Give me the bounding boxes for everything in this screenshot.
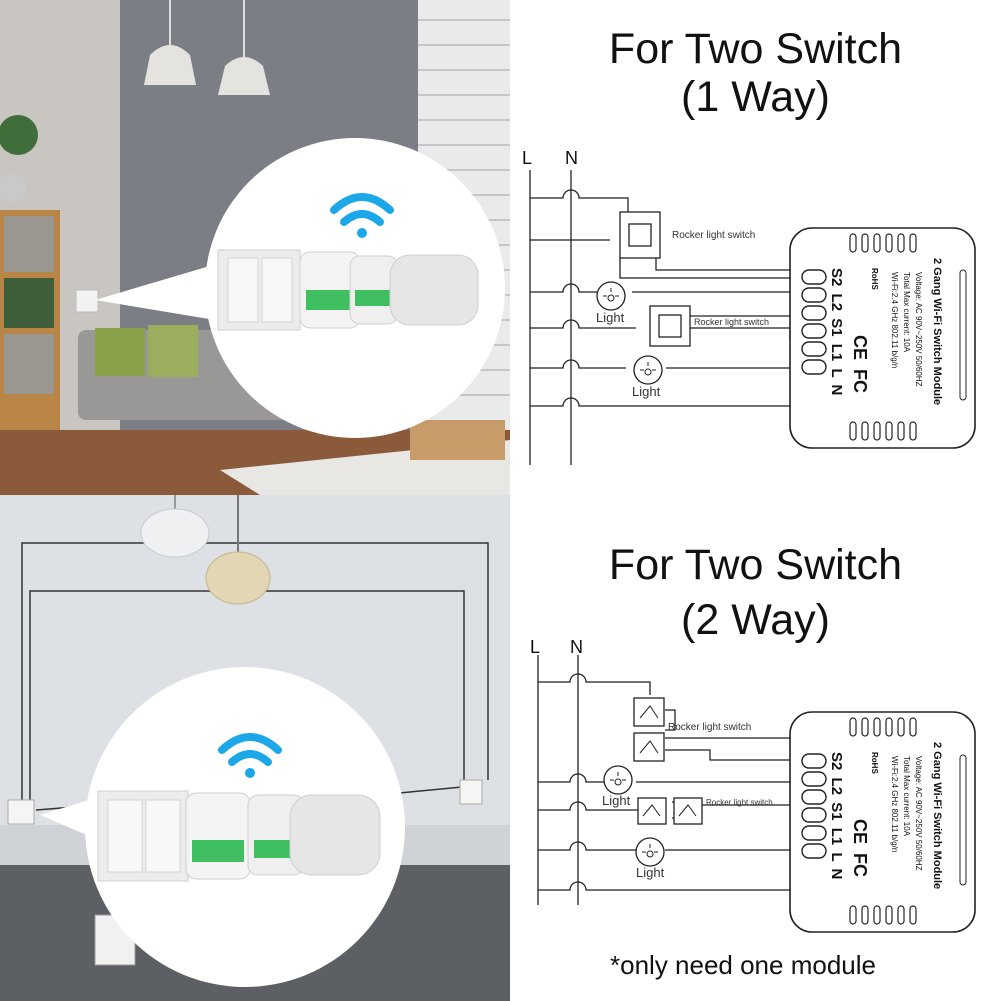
light-label: Light: [602, 793, 631, 808]
wifi-icon: [330, 193, 394, 226]
terminal-labels: S2 L2 S1 L1 L N: [828, 268, 845, 395]
wifi-icon: [218, 733, 282, 766]
module-voltage: Voltage: AC 90V~250V 50/60HZ: [914, 272, 923, 387]
diagram-title: For Two Switch: [608, 541, 903, 589]
rocker-switch-label: Rocker light switch: [694, 317, 769, 327]
module-current: Total Max current: 10A: [902, 756, 911, 837]
diagram-subtitle: (1 Way): [681, 73, 830, 121]
wiring-schematic: Rocker light switch Rocker light switch …: [529, 170, 976, 465]
module-name: 2 Gang Wi-Fi Switch Module: [931, 258, 943, 405]
wiring-schematic: Rocker light switch Rocker light switch …: [537, 655, 976, 933]
module-current: Total Max current: 10A: [902, 272, 911, 353]
module-wifi: Wi-Fi:2.4 GHz 802.11 b/g/n: [890, 272, 899, 368]
light-label: Light: [636, 865, 665, 880]
rocker-switch-label: Rocker light switch: [706, 798, 773, 807]
live-terminal-label: L: [522, 148, 533, 168]
switch-module: S2 L2 S1 L1 L N 2 Gang Wi-Fi Switch Modu…: [789, 711, 976, 933]
rohs-label: RoHS: [870, 268, 879, 290]
wiring-diagram-one-way: For Two Switch (1 Way): [510, 0, 1001, 495]
diagram-subtitle: (2 Way): [681, 596, 830, 644]
module-name: 2 Gang Wi-Fi Switch Module: [931, 742, 943, 889]
rocker-switch-label: Rocker light switch: [672, 230, 755, 241]
module-voltage: Voltage: AC 90V~250V 50/60HZ: [914, 756, 923, 871]
hallway-illustration: [0, 495, 510, 1001]
wiring-diagram-two-way: For Two Switch (2 Way) Rocker light swit…: [510, 495, 1001, 1001]
light-bulb-icon: [596, 281, 626, 311]
living-room-illustration: [0, 0, 510, 495]
terminal-labels: S2 L2 S1 L1 L N: [828, 752, 845, 879]
diagram-title: For Two Switch: [608, 25, 903, 73]
light-label: Light: [596, 310, 625, 325]
rocker-switch-label: Rocker light switch: [668, 722, 751, 733]
neutral-terminal-label: N: [565, 148, 578, 168]
rohs-label: RoHS: [870, 752, 879, 774]
light-bulb-icon: [633, 355, 663, 385]
living-room-photo: [0, 0, 510, 495]
switch-module: S2 L2 S1 L1 L N 2 Gang Wi-Fi Switch Modu…: [789, 227, 976, 449]
light-bulb-icon: [635, 837, 665, 867]
hallway-photo: [0, 495, 510, 1001]
footnote: *only need one module: [610, 950, 876, 980]
neutral-terminal-label: N: [570, 637, 583, 657]
certification-marks: CE FC: [850, 335, 870, 393]
light-bulb-icon: [603, 765, 633, 795]
certification-marks: CE FC: [850, 819, 870, 877]
module-wifi: Wi-Fi:2.4 GHz 802.11 b/g/n: [890, 756, 899, 852]
live-terminal-label: L: [530, 637, 541, 657]
light-label: Light: [632, 384, 661, 399]
